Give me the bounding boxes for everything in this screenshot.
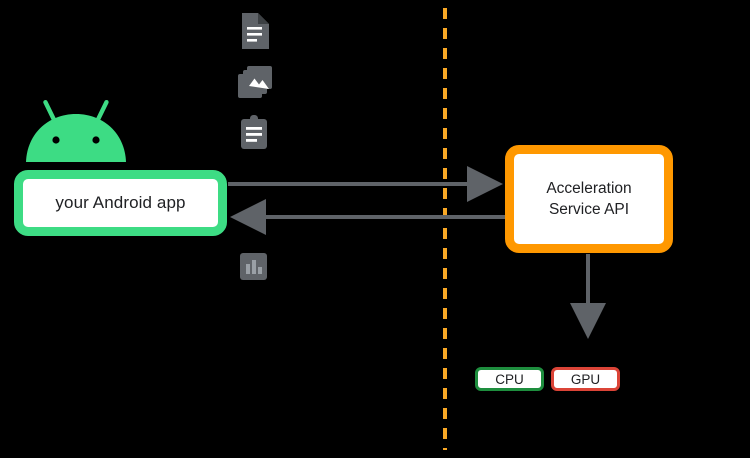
gpu-chip[interactable]: GPU <box>551 367 620 391</box>
bar-chart-icon <box>240 253 267 280</box>
acceleration-service-box[interactable]: Acceleration Service API <box>505 145 673 253</box>
android-app-box[interactable]: your Android app <box>14 170 227 236</box>
clipboard-icon <box>239 115 269 149</box>
device-boundary-divider <box>443 8 447 450</box>
cpu-chip-label: CPU <box>495 371 524 387</box>
gpu-chip-label: GPU <box>570 371 601 387</box>
android-robot-logo <box>22 96 130 166</box>
document-icon <box>239 13 269 49</box>
acceleration-service-label-line1: Acceleration <box>546 180 632 197</box>
acceleration-service-label-line2: Service API <box>548 201 630 218</box>
android-app-box-label: your Android app <box>55 193 186 212</box>
cpu-chip[interactable]: CPU <box>475 367 544 391</box>
photo-library-icon <box>238 66 272 98</box>
